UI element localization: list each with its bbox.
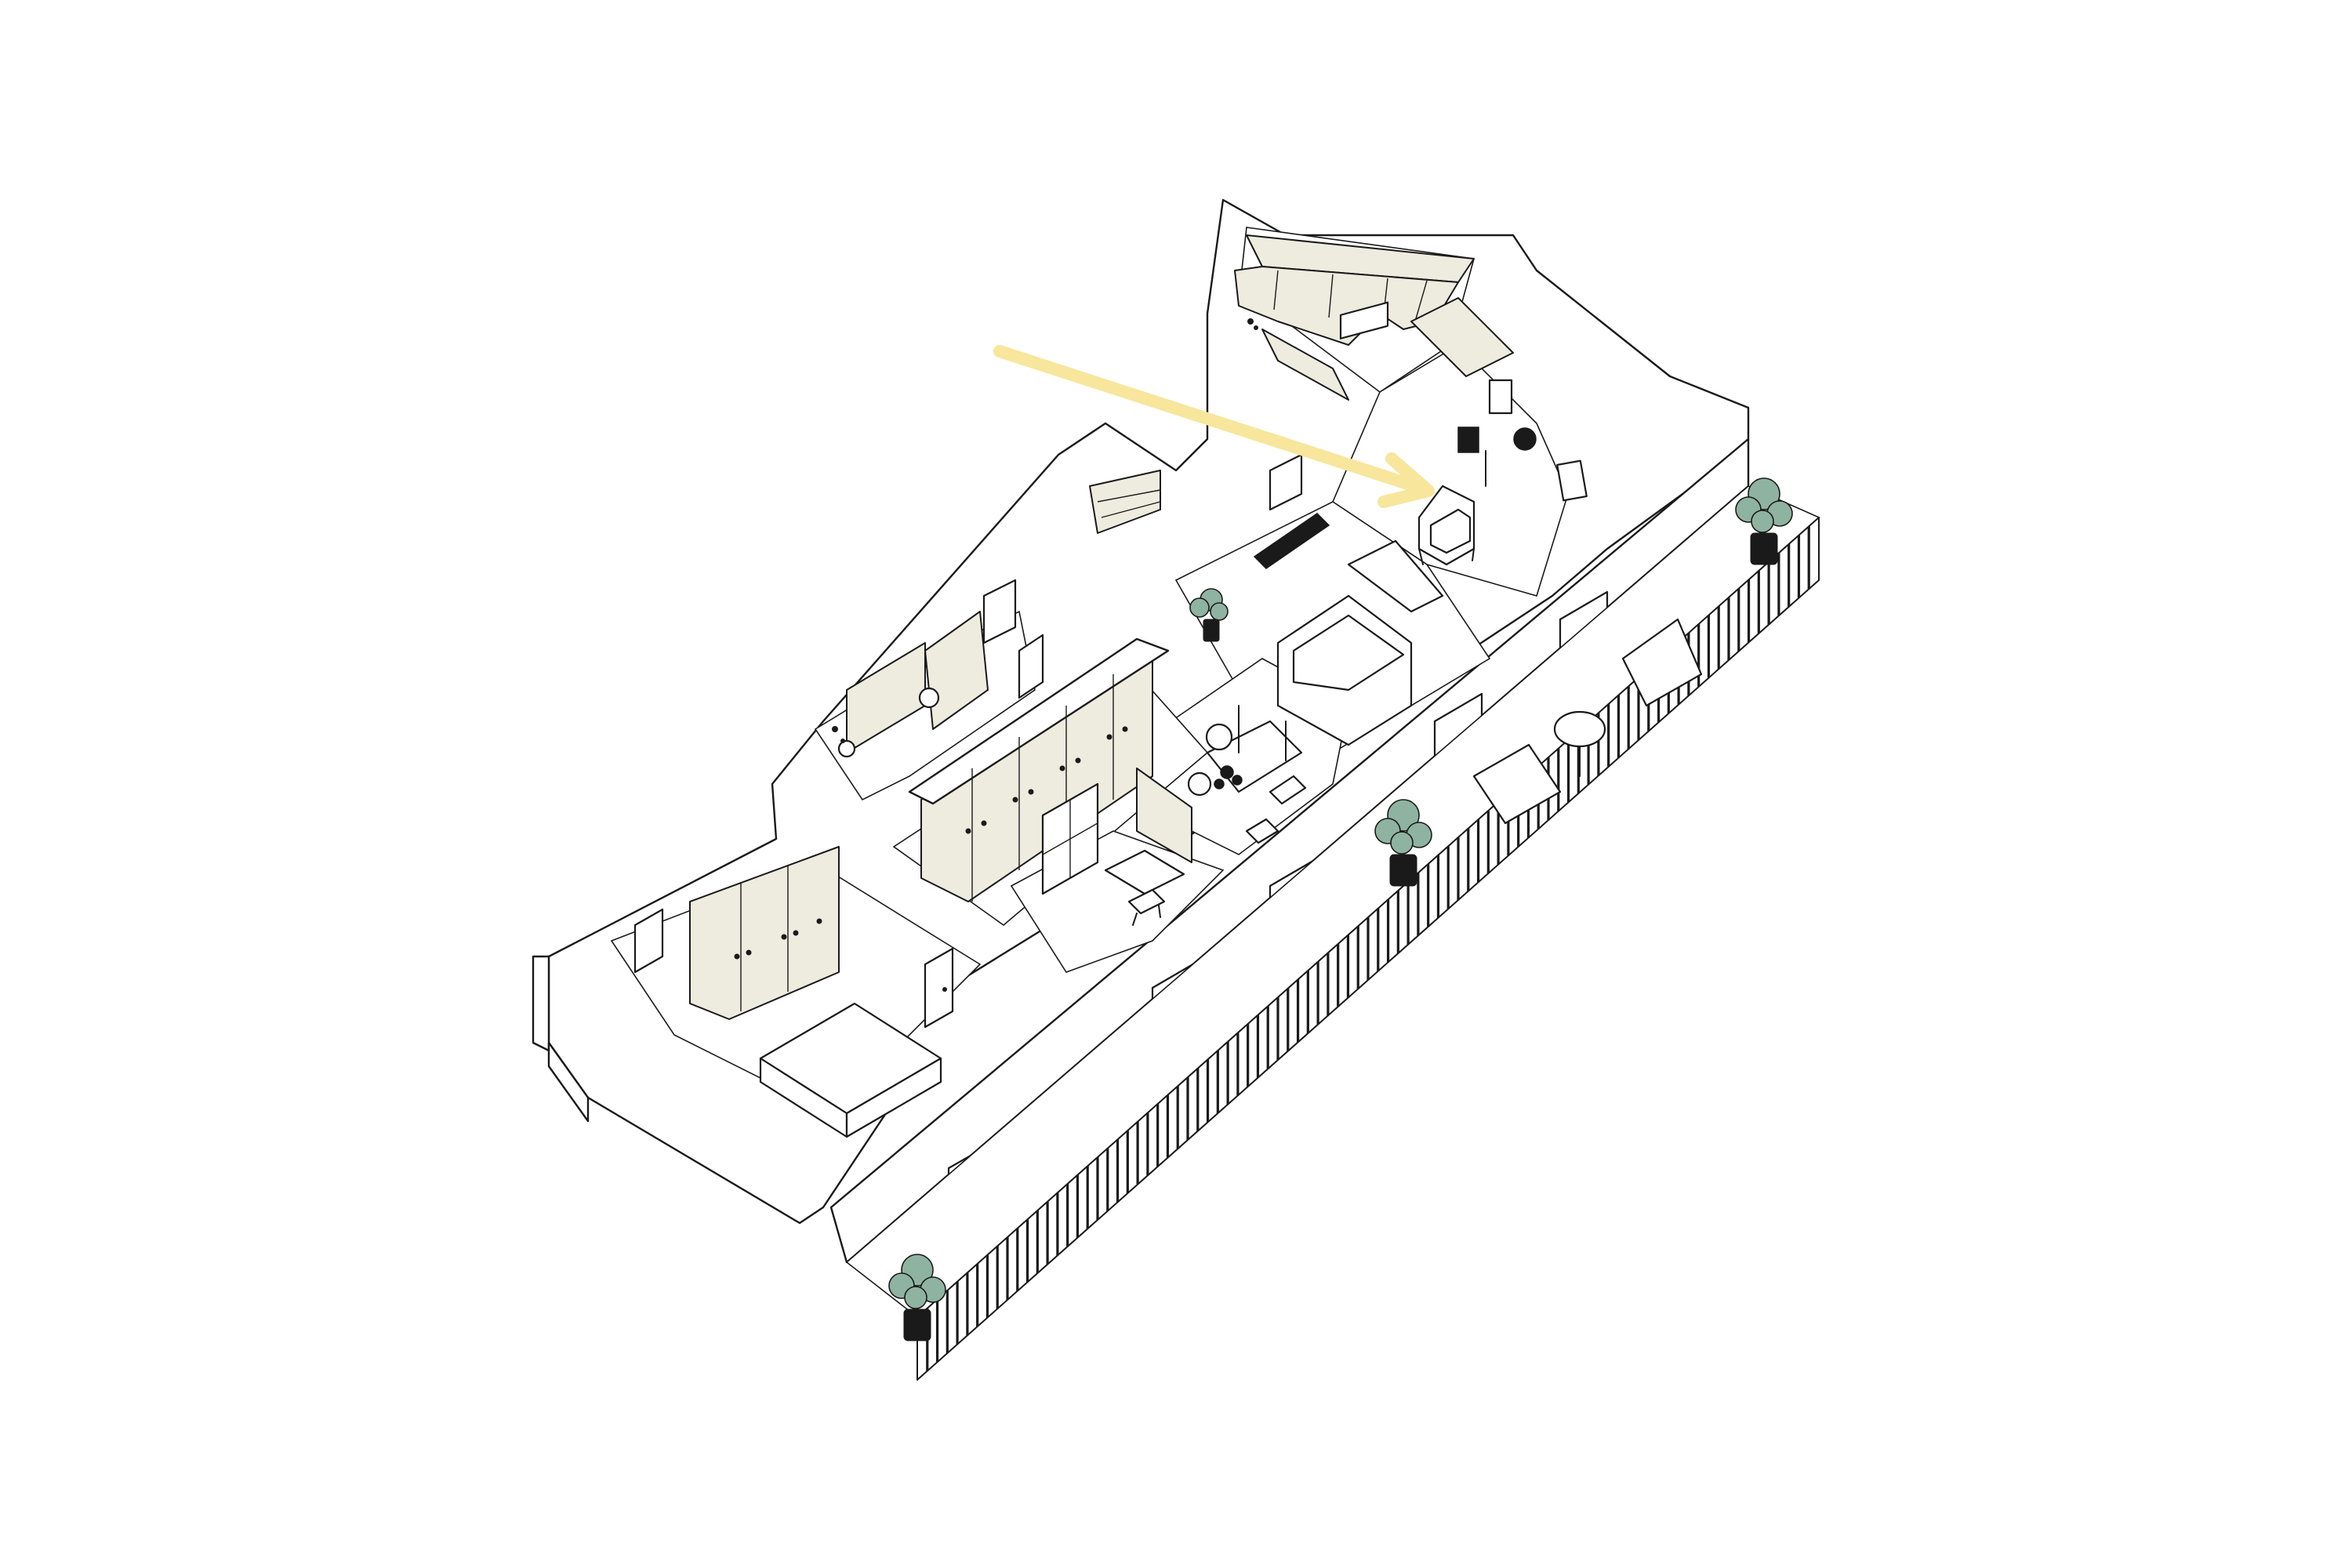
lounge-chair-2 — [1621, 618, 1703, 707]
double-bed — [759, 1002, 942, 1138]
kitchen-counter-front — [1234, 266, 1459, 346]
entry-storage — [1089, 470, 1161, 534]
balcony-plant-1 — [888, 1254, 946, 1341]
kitchen — [1234, 234, 1475, 401]
entry-shelf — [1089, 470, 1161, 534]
left-block-face — [532, 955, 550, 1052]
toilet — [918, 687, 940, 709]
side-table — [1457, 426, 1479, 453]
bedroom-wardrobe — [689, 846, 840, 1020]
bedroom-window — [633, 908, 664, 974]
tv-console — [1253, 513, 1330, 569]
basin — [837, 739, 856, 758]
living-plant — [1189, 588, 1229, 642]
bathroom — [832, 579, 1044, 758]
reading-wall-shelf — [1410, 297, 1514, 377]
study — [1041, 768, 1192, 926]
tall-wardrobe-top — [908, 637, 1170, 805]
bedroom-outer-face — [547, 1041, 590, 1123]
wall-mounted-tv — [1269, 453, 1303, 511]
living-room — [1189, 453, 1444, 746]
wall-art-2 — [1556, 459, 1588, 502]
dining-area — [1187, 705, 1307, 844]
balcony-plant-2 — [1374, 799, 1432, 887]
armchair — [1417, 485, 1475, 566]
desk — [1104, 849, 1185, 895]
round-ottoman — [1513, 427, 1537, 451]
hall-door — [1018, 633, 1044, 699]
desk-chair — [1127, 888, 1166, 926]
stove — [1339, 301, 1389, 339]
balcony-table — [1553, 710, 1606, 748]
bedroom — [633, 846, 954, 1138]
highlight-arrow — [993, 345, 1435, 508]
study-partition — [1136, 768, 1192, 863]
bathroom-window — [982, 579, 1017, 644]
wall-art-1 — [1488, 379, 1513, 415]
balcony — [845, 477, 1820, 1381]
lounge-chair-1 — [1472, 743, 1562, 825]
sofa — [1276, 539, 1444, 746]
closet-hall — [908, 637, 1170, 902]
bedroom-door — [924, 947, 954, 1029]
balcony-plant-3 — [1735, 477, 1793, 565]
reading-corner — [1410, 297, 1588, 566]
kitchen-side-cabinet — [1261, 328, 1349, 401]
